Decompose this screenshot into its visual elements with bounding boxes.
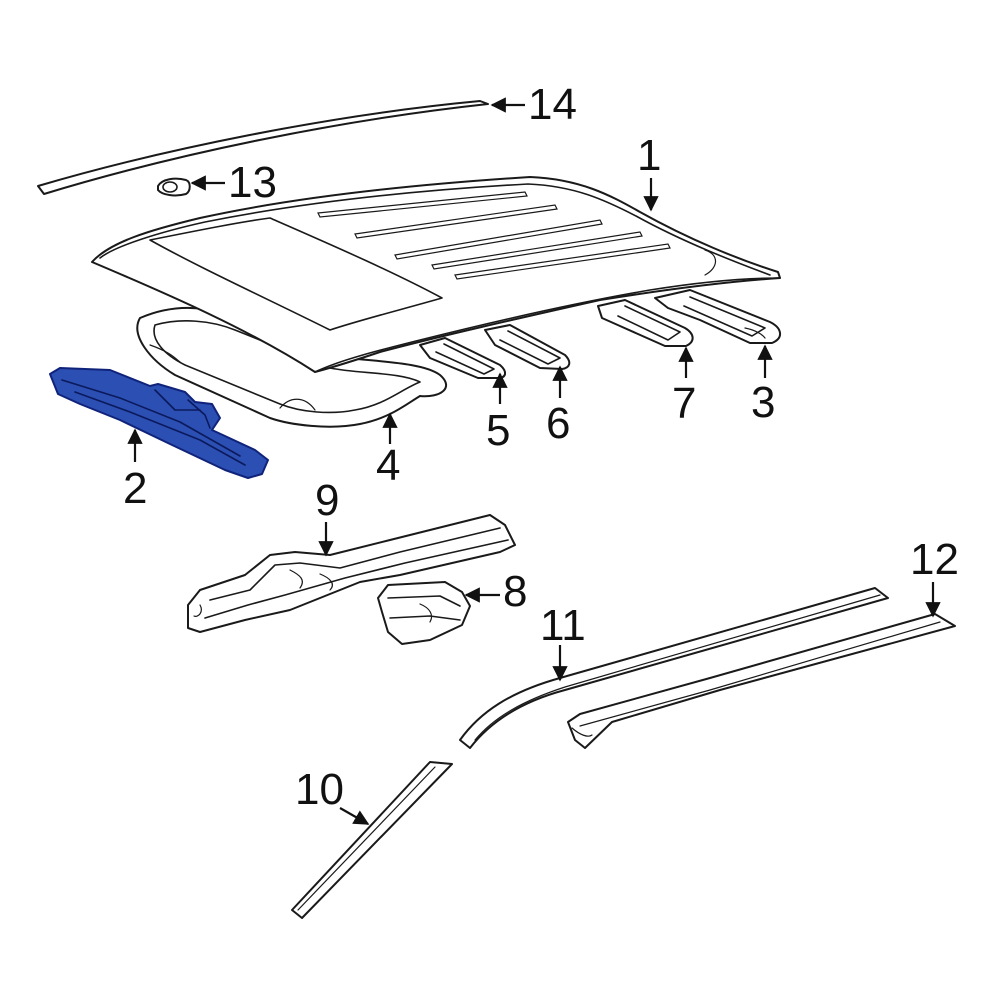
- callout-5: 5: [486, 406, 510, 455]
- callout-4: 4: [376, 441, 400, 490]
- callout-12: 12: [910, 535, 959, 584]
- callout-13: 13: [228, 158, 277, 207]
- callout-8: 8: [503, 567, 527, 616]
- callout-6: 6: [546, 399, 570, 448]
- part-11-side-molding[interactable]: [459, 587, 889, 749]
- part-3-rear-roof-bow[interactable]: [654, 289, 781, 344]
- part-1-roof-panel[interactable]: [91, 176, 781, 373]
- part-14-drip-molding[interactable]: [37, 100, 489, 195]
- callout-9: 9: [315, 476, 339, 525]
- callout-11: 11: [540, 601, 586, 650]
- part-6-roof-bow[interactable]: [484, 324, 571, 370]
- part-13-clip[interactable]: [157, 177, 191, 197]
- leader-lines: [127, 97, 941, 825]
- callout-10: 10: [295, 765, 344, 814]
- part-8-bracket[interactable]: [377, 581, 471, 645]
- callout-14: 14: [528, 80, 577, 129]
- callout-3: 3: [751, 378, 775, 427]
- part-9-roof-side-rail[interactable]: [187, 514, 516, 633]
- callout-7: 7: [672, 379, 696, 428]
- callout-labels: 14 13 1 2 3 4 5 6 7 8 9 10 11 12: [123, 80, 959, 814]
- part-12-side-molding[interactable]: [567, 613, 956, 749]
- callout-1: 1: [637, 131, 661, 180]
- part-10-pillar-molding[interactable]: [291, 761, 453, 919]
- callout-2: 2: [123, 464, 147, 513]
- part-7-roof-bow[interactable]: [597, 299, 694, 347]
- part-2-front-roof-header[interactable]: [49, 367, 269, 479]
